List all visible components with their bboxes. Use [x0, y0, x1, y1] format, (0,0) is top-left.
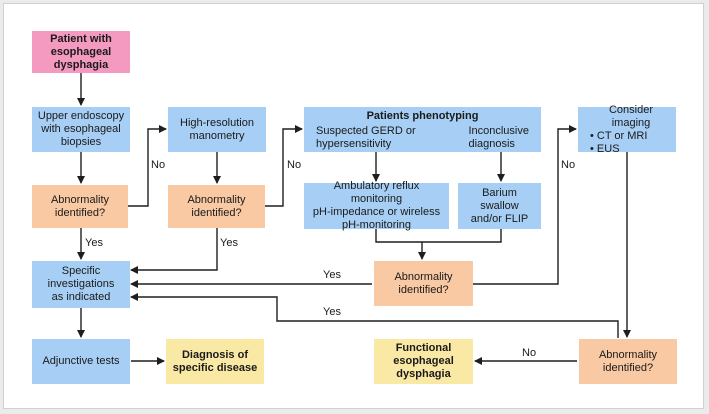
abnormality4-decision: Abnormality identified?: [579, 339, 677, 384]
phenotyping-branches: Suspected GERD or hypersensitivity Incon…: [316, 125, 529, 151]
phenotyping-right-branch: Inconclusive diagnosis: [468, 125, 529, 150]
label-yes-abnormality1: Yes: [85, 237, 103, 249]
imaging-title: Consider imaging: [608, 103, 654, 129]
abnormality3-decision: Abnormality identified?: [374, 261, 473, 306]
endoscopy-node: Upper endoscopy with esophageal biopsies: [32, 107, 130, 152]
abnormality2-decision: Abnormality identified?: [168, 185, 265, 228]
arrow-abnormality2-no-to-phenotyping: [265, 125, 303, 207]
label-yes-abnormality3: Yes: [323, 269, 341, 281]
label-no-abnormality4: No: [522, 347, 537, 359]
phenotyping-left-branch: Suspected GERD or hypersensitivity: [316, 125, 416, 150]
label-yes-abnormality2: Yes: [220, 237, 238, 249]
barium-swallow-node: Barium swallow and/or FLIP: [458, 183, 541, 229]
specific-investigations-node: Specific investigations as indicated: [32, 261, 130, 308]
imaging-node: Consider imaging • CT or MRI • EUS: [578, 103, 676, 155]
manometry-node: High-resolution manometry: [168, 107, 266, 152]
arrow-abnormality4-yes-to-specific: [130, 293, 619, 338]
abnormality1-decision: Abnormality identified?: [32, 185, 128, 228]
label-no-abnormality1: No: [151, 159, 166, 171]
functional-dysphagia-node: Functional esophageal dysphagia: [374, 339, 473, 384]
arrow-abnormality1-no-to-manometry: [128, 125, 167, 207]
label-yes-abnormality4: Yes: [323, 306, 341, 318]
phenotyping-title: Patients phenotyping: [366, 110, 479, 122]
phenotyping-node: Patients phenotyping Suspected GERD or h…: [304, 107, 541, 152]
label-no-abnormality2: No: [287, 159, 302, 171]
arrow-abnormality2-yes-to-specific: [130, 228, 218, 274]
line-reflux-join: [375, 229, 502, 243]
imaging-options: • CT or MRI • EUS: [590, 129, 648, 155]
arrow-abnormality3-no-to-imaging: [473, 125, 577, 285]
diagnosis-node: Diagnosis of specific disease: [166, 339, 264, 384]
adjunctive-tests-node: Adjunctive tests: [32, 339, 130, 384]
reflux-monitoring-node: Ambulatory reflux monitoring pH-impedanc…: [304, 180, 449, 231]
patient-node: Patient with esophageal dysphagia: [32, 31, 130, 73]
label-no-abnormality3: No: [561, 159, 576, 171]
